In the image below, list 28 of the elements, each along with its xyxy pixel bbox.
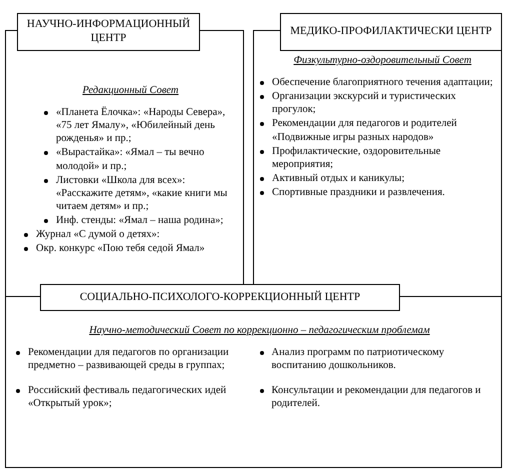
bullet-item: Листовки «Школа для всех»: «Расскажите детям», «какие книги мы читаем детям» и пр.; <box>56 174 228 212</box>
bullet-item: Российский фестиваль педагогических идей «Открытый урок»; <box>28 385 226 410</box>
bullet-item: «Планета Ёлочка»: «Народы Севера», «75 лет Ямалу», «Юбилейный день рожденья» и пр.; <box>56 107 226 144</box>
bullet-item: «Вырастайка»: «Ямал – ты вечно молодой» и пр.; <box>56 147 204 172</box>
heading-box <box>40 284 400 311</box>
panel <box>5 311 502 468</box>
heading-box <box>280 13 502 51</box>
bullet-item: Консультации и рекомендации для педагогов и родителей. <box>272 385 481 410</box>
council-title: Редакционный Совет <box>81 85 180 96</box>
bullet-item: Анализ программ по патриотическому воспитанию дошкольников. <box>272 347 444 372</box>
bullet-item: Организации экскурсий и туристических прогулок; <box>272 91 456 116</box>
council-title: Научно-методический Совет по коррекционно – педагогическим проблемам <box>88 325 431 336</box>
bullet-item: Окр. конкурс «Пою тебя седой Ямал» <box>36 243 205 254</box>
heading-text: СОЦИАЛЬНО-ПСИХОЛОГО-КОРРЕКЦИОННЫЙ ЦЕНТР <box>80 290 360 304</box>
bullet-item: Журнал «С думой о детях»: <box>36 229 160 240</box>
heading-box <box>17 13 200 51</box>
bullet-item: Активный отдых и каникулы; <box>272 172 405 184</box>
bullet-item: Спортивные праздники и развлечения. <box>272 187 445 198</box>
council-title: Физкультурно-оздоровительный Совет <box>292 55 472 66</box>
bullet-item: Обеспечение благоприятного течения адаптации; <box>272 77 493 88</box>
bullet-item: Рекомендации для педагогов по организации предметно – развивающей среды в группах; <box>28 347 229 372</box>
bullet-item: Инф. стенды: «Ямал – наша родина»; <box>56 215 224 226</box>
bullet-item: Рекомендации для педагогов и родителей «Подвижные игры разных народов» <box>272 118 457 142</box>
heading-text: МЕДИКО-ПРОФИЛАКТИЧЕСКИ ЦЕНТР <box>290 25 492 39</box>
heading-text: НАУЧНО-ИНФОРМАЦИОННЫЙ ЦЕНТР <box>26 18 192 46</box>
bullet-item: Профилактические, оздоровительные мероприятия; <box>272 146 441 170</box>
panel <box>253 51 502 284</box>
panel <box>5 51 244 284</box>
